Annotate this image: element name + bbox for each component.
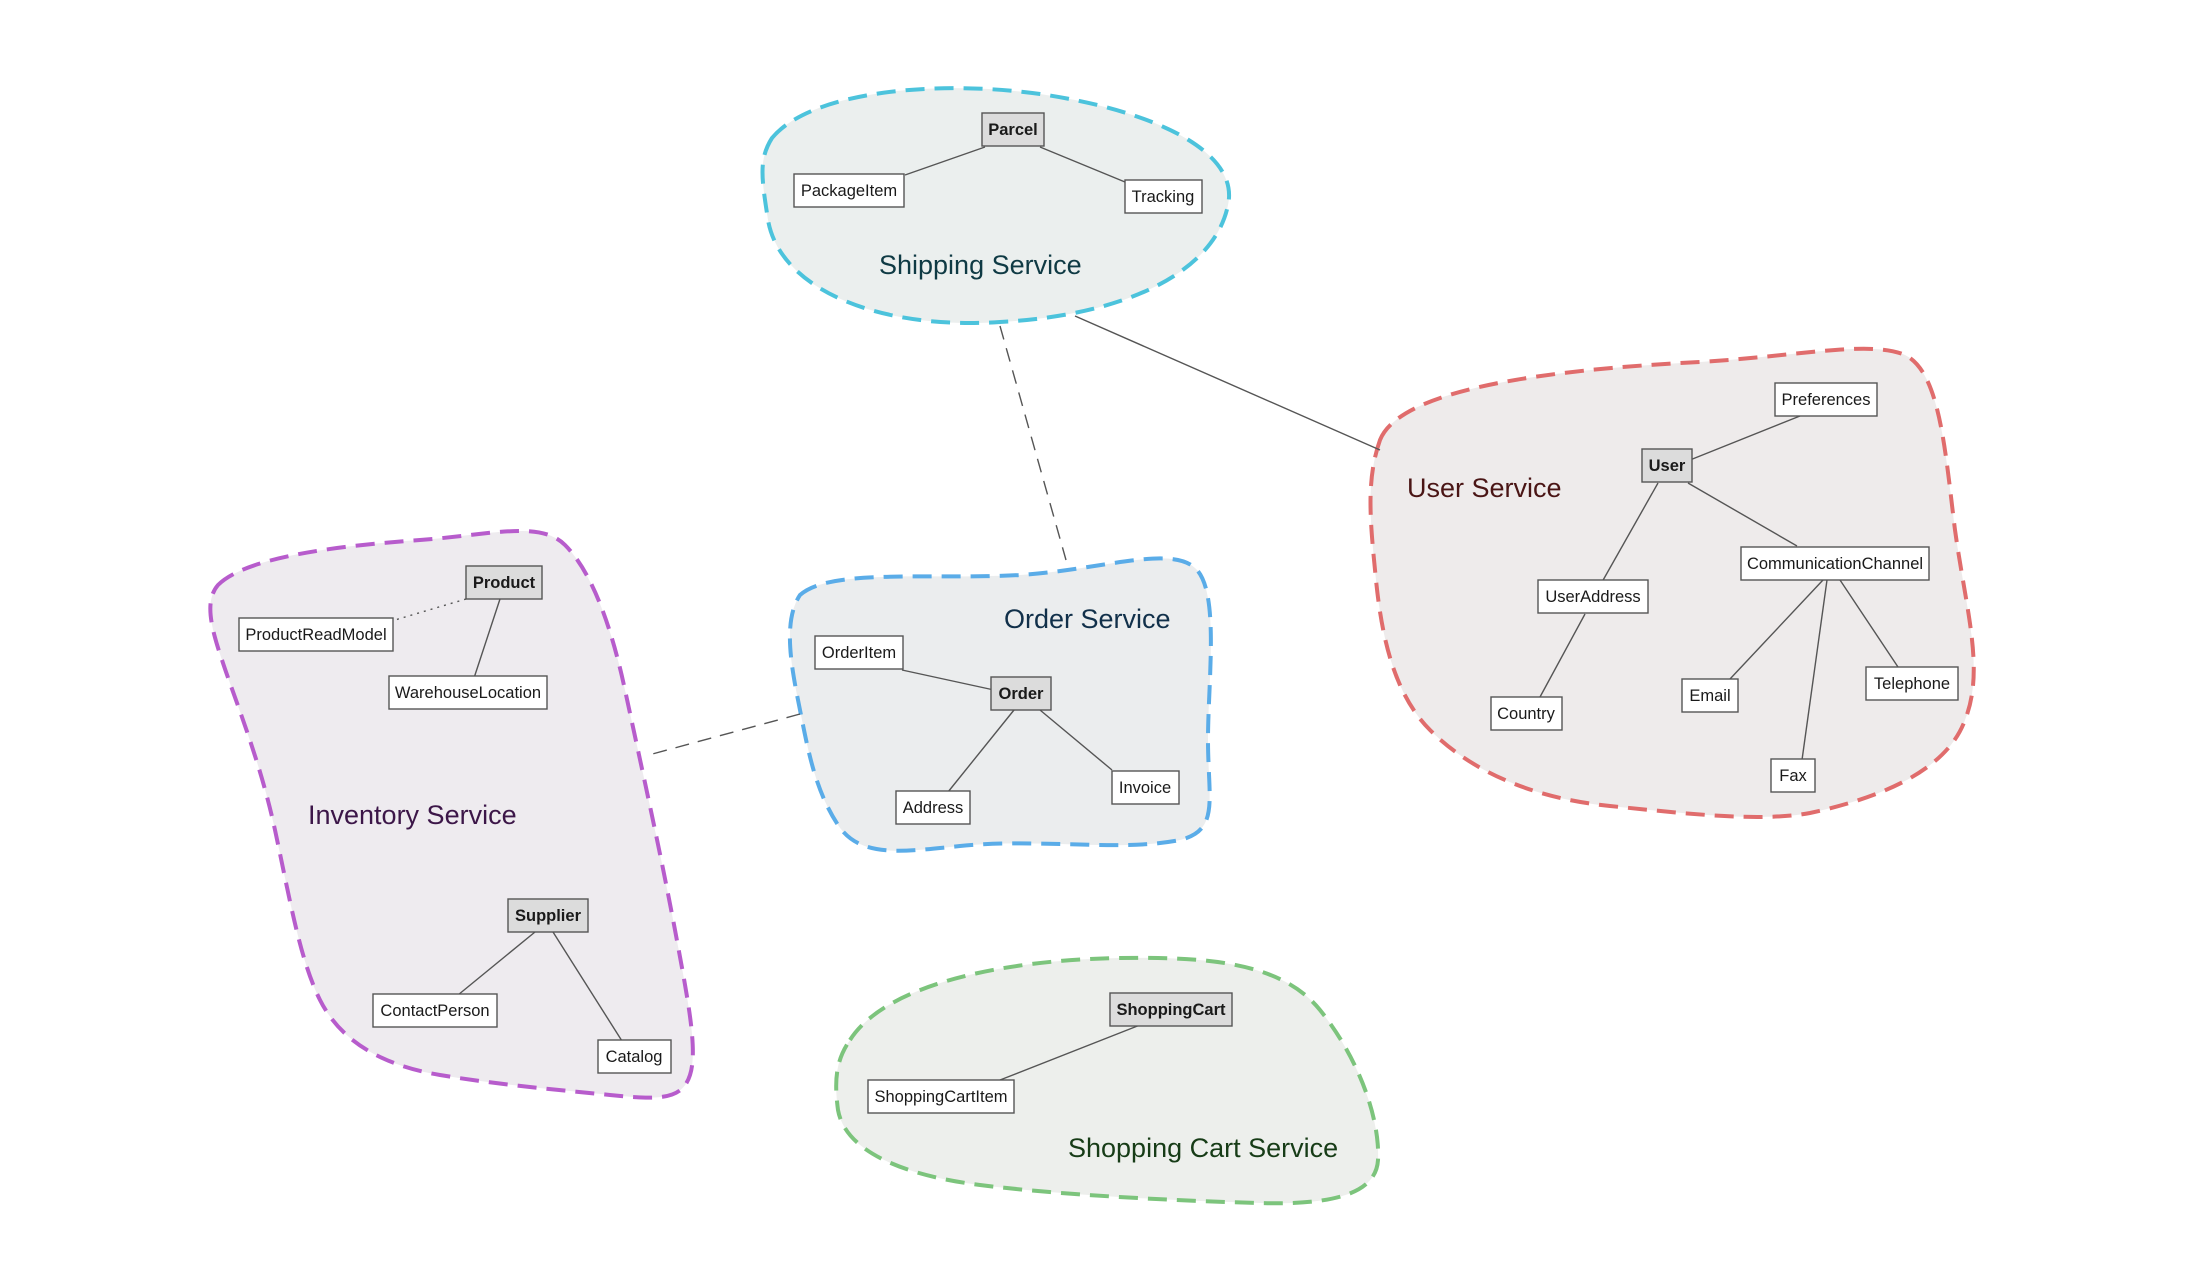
node-preferences-label: Preferences <box>1782 391 1871 409</box>
inventory-service-region <box>208 529 695 1100</box>
node-country[interactable]: Country <box>1490 696 1563 731</box>
node-shoppingcartitem[interactable]: ShoppingCartItem <box>867 1079 1015 1114</box>
edge-supplier-contactperson <box>457 931 536 996</box>
edge-order-address <box>947 709 1015 793</box>
node-catalog-label: Catalog <box>606 1048 663 1066</box>
edge-communicationchannel-email <box>1729 579 1824 680</box>
node-shoppingcart-label: ShoppingCart <box>1116 1001 1226 1019</box>
edge-supplier-catalog <box>552 931 623 1042</box>
node-address-label: Address <box>903 799 964 817</box>
node-tracking-label: Tracking <box>1132 188 1195 206</box>
user-service-label: User Service <box>1407 473 1562 503</box>
node-telephone-label: Telephone <box>1874 675 1950 693</box>
edge-parcel-tracking <box>1039 146 1126 183</box>
node-user[interactable]: User <box>1641 448 1693 483</box>
node-productreadmodel[interactable]: ProductReadModel <box>238 617 394 652</box>
order-service-label: Order Service <box>1004 604 1171 634</box>
node-order-label: Order <box>999 685 1045 703</box>
node-communicationchannel[interactable]: CommunicationChannel <box>1740 546 1930 581</box>
node-telephone[interactable]: Telephone <box>1865 666 1959 701</box>
node-orderitem-label: OrderItem <box>822 644 896 662</box>
inventory-service-label: Inventory Service <box>308 800 517 830</box>
node-user-label: User <box>1649 457 1686 475</box>
node-email[interactable]: Email <box>1681 678 1739 713</box>
edge-order-invoice <box>1039 709 1113 771</box>
user-service-region <box>1368 346 1976 819</box>
edge-product-warehouselocation <box>473 598 501 679</box>
node-email-label: Email <box>1689 687 1730 705</box>
shopping-cart-service-region <box>834 955 1381 1206</box>
edge-parcel-packageitem <box>904 146 986 176</box>
node-catalog[interactable]: Catalog <box>597 1039 672 1074</box>
edge-shoppingcart-shoppingcartitem <box>999 1024 1141 1081</box>
node-orderitem[interactable]: OrderItem <box>814 635 904 670</box>
edge-user-communicationchannel <box>1687 482 1798 547</box>
node-invoice-label: Invoice <box>1119 779 1171 797</box>
node-parcel-label: Parcel <box>988 121 1038 139</box>
node-preferences[interactable]: Preferences <box>1774 382 1878 417</box>
node-productreadmodel-label: ProductReadModel <box>245 626 386 644</box>
order-inventory-connection <box>644 713 801 757</box>
edge-orderitem-order <box>901 669 995 691</box>
node-communicationchannel-label: CommunicationChannel <box>1747 555 1923 573</box>
node-parcel[interactable]: Parcel <box>981 112 1045 147</box>
node-warehouselocation[interactable]: WarehouseLocation <box>388 675 548 710</box>
node-useraddress-label: UserAddress <box>1545 588 1640 606</box>
edge-communicationchannel-telephone <box>1839 579 1899 668</box>
node-product-label: Product <box>473 574 536 592</box>
node-shoppingcart[interactable]: ShoppingCart <box>1109 992 1233 1027</box>
node-packageitem[interactable]: PackageItem <box>793 173 905 208</box>
shipping-user-connection <box>1074 315 1381 451</box>
edge-user-preferences <box>1689 415 1801 461</box>
node-country-label: Country <box>1497 705 1556 723</box>
node-contactperson[interactable]: ContactPerson <box>372 993 498 1028</box>
node-supplier-label: Supplier <box>515 907 582 925</box>
node-invoice[interactable]: Invoice <box>1111 770 1180 805</box>
edge-user-useraddress <box>1601 482 1659 583</box>
node-warehouselocation-label: WarehouseLocation <box>395 684 541 702</box>
shipping-service-label: Shipping Service <box>879 250 1082 280</box>
node-contactperson-label: ContactPerson <box>380 1002 489 1020</box>
node-shoppingcartitem-label: ShoppingCartItem <box>875 1088 1008 1106</box>
shopping-cart-service-label: Shopping Cart Service <box>1068 1133 1338 1163</box>
edge-useraddress-country <box>1539 613 1586 698</box>
node-product[interactable]: Product <box>465 565 543 600</box>
node-order[interactable]: Order <box>990 676 1052 711</box>
node-useraddress[interactable]: UserAddress <box>1537 579 1649 614</box>
edge-communicationchannel-fax <box>1801 579 1828 761</box>
shipping-service-region <box>760 86 1232 325</box>
node-fax-label: Fax <box>1779 767 1807 785</box>
node-packageitem-label: PackageItem <box>801 182 897 200</box>
node-supplier[interactable]: Supplier <box>507 898 589 933</box>
node-tracking[interactable]: Tracking <box>1124 179 1203 214</box>
node-address[interactable]: Address <box>895 790 971 825</box>
shipping-order-connection <box>999 325 1067 561</box>
node-fax[interactable]: Fax <box>1770 758 1816 793</box>
